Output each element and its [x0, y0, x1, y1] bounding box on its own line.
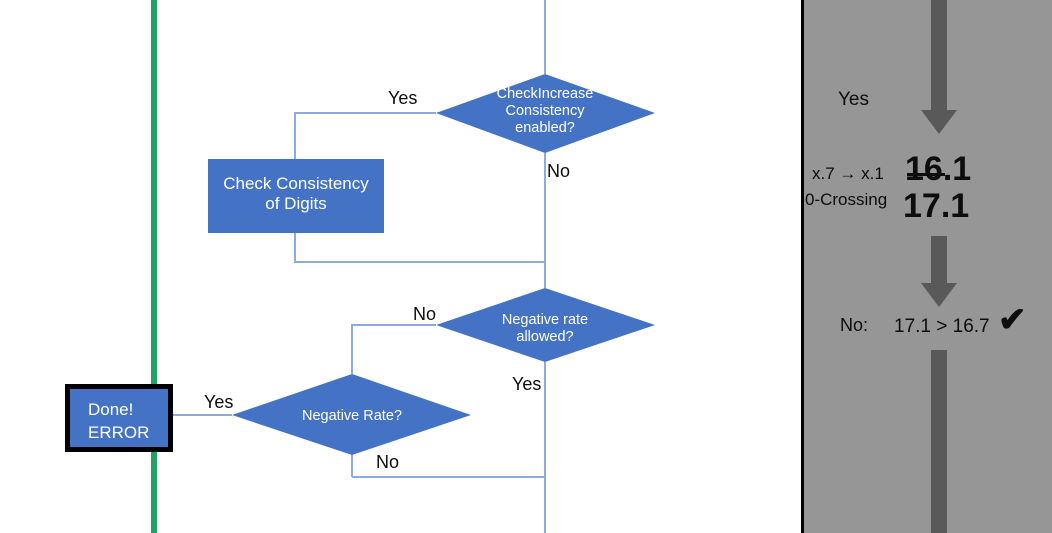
down-arrow-top	[921, 0, 957, 134]
panel-row1-left-label: x.7 → x.1	[812, 164, 884, 183]
edge-label-negrate-yes: Yes	[204, 392, 234, 412]
panel-row2-value: 17.1	[903, 187, 970, 225]
arrow-stem-bottom	[931, 350, 947, 533]
edge-label-negrate-no: No	[376, 452, 400, 472]
down-arrow-middle	[921, 236, 957, 307]
process-check-consistency-box[interactable]: Check Consistency of Digits	[208, 159, 384, 233]
terminal-done-error-box[interactable]: Done! ERROR	[65, 384, 173, 452]
connector-box-to-spine	[294, 233, 545, 263]
process-check-consistency-label: Check Consistency of Digits	[223, 174, 369, 213]
panel-result-prefix: No:	[840, 315, 869, 335]
annotation-panel: Yes x.7 → x.1 16.1 0-Crossing 17.1 No: 1…	[801, 0, 1052, 533]
terminal-done-error-label: Done! ERROR	[88, 400, 150, 442]
decision-negative-rate-allowed-shape	[436, 288, 655, 362]
green-vertical-rule	[151, 0, 157, 533]
panel-row1-value-text: 16.1	[905, 150, 972, 188]
check-mark-icon: ✔	[998, 301, 1027, 339]
panel-yes-label: Yes	[838, 89, 869, 110]
decision-negative-rate-shape	[232, 374, 471, 455]
edge-label-allowed-yes: Yes	[512, 374, 542, 394]
edge-label-checkincrease-yes: Yes	[388, 88, 418, 108]
strikethrough-mark	[907, 173, 945, 176]
panel-arrow-graphics	[921, 0, 957, 533]
edge-label-checkincrease-no: No	[547, 161, 571, 181]
panel-row2-left-label: 0-Crossing	[805, 190, 888, 209]
panel-result-comparison: 17.1 > 16.7	[894, 316, 990, 337]
connector-checkincrease-yes	[294, 112, 436, 159]
panel-row1-value: 16.1	[905, 152, 971, 186]
decision-checkincrease-shape	[436, 74, 655, 153]
connector-allowed-no	[351, 324, 436, 374]
edge-label-allowed-no: No	[413, 304, 437, 324]
